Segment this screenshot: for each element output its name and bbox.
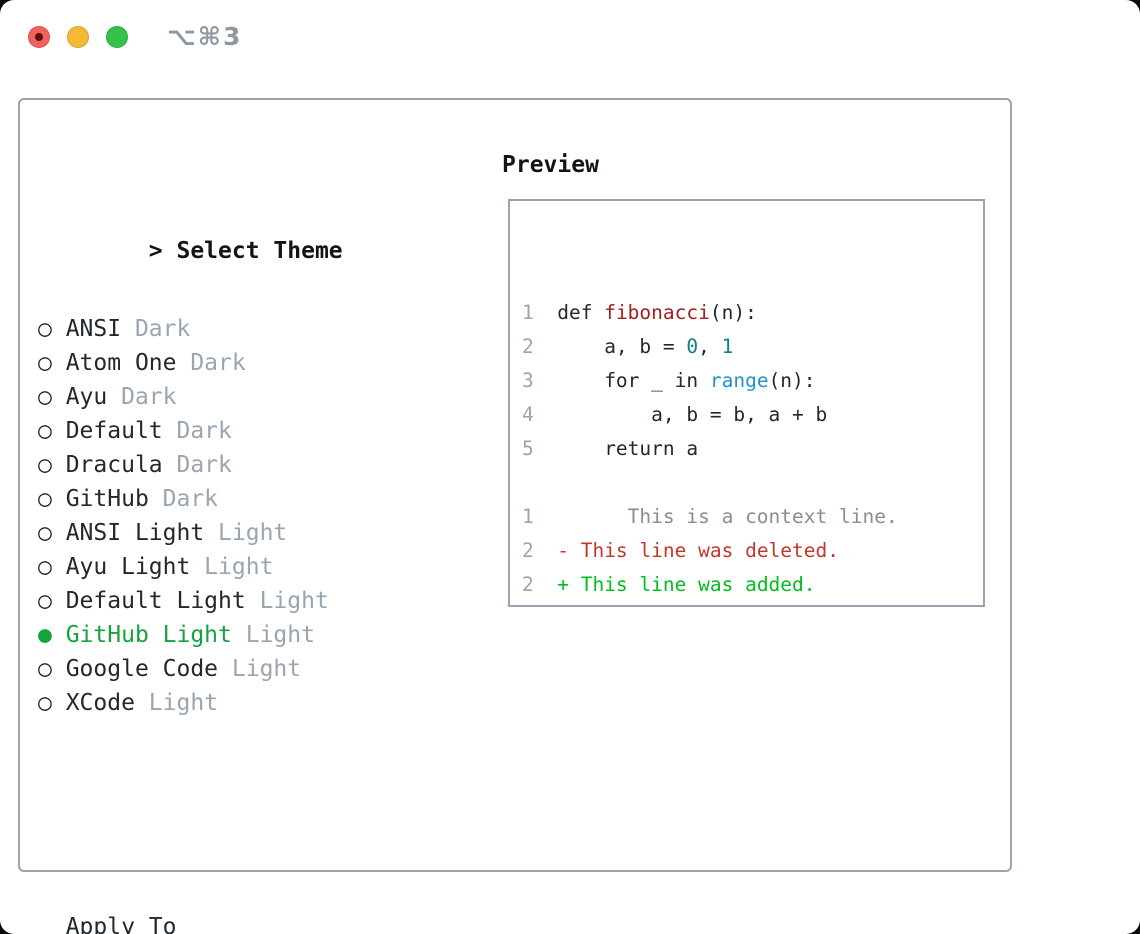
theme-name: ANSI Light [65,520,205,546]
theme-name: Atom One [65,350,177,376]
radio-icon: ○ [38,554,66,580]
radio-icon: ○ [38,452,66,478]
radio-icon: ○ [38,486,66,512]
prompt-caret-icon: > [148,238,177,264]
code-line [522,466,983,500]
theme-option-default-light[interactable]: ○ Default Light Light [38,584,426,618]
code-line: 2 - This line was deleted. [522,539,839,562]
theme-variant: Light [204,520,288,546]
theme-variant: Dark [162,452,232,478]
zoom-traffic-light-icon[interactable] [106,26,128,48]
radio-icon: ○ [38,588,66,614]
theme-option-ayu[interactable]: ○ Ayu Dark [38,380,426,414]
theme-name: XCode [65,690,135,716]
radio-icon: ○ [38,350,66,376]
apply-to-header: Apply To [65,914,177,934]
theme-option-dracula[interactable]: ○ Dracula Dark [38,448,426,482]
theme-name: GitHub Light [65,622,232,648]
code-line [522,602,983,605]
code-line: 4 a, b = b, a + b [522,403,828,426]
theme-option-github[interactable]: ○ GitHub Dark [38,482,426,516]
radio-icon: ○ [38,418,66,444]
theme-option-ansi[interactable]: ○ ANSI Dark [38,312,426,346]
theme-name: Google Code [65,656,219,682]
theme-variant: Light [190,554,274,580]
preview-header: Preview [502,152,599,178]
left-column: > Select Theme ○ ANSI Dark○ Atom One Dar… [38,148,426,934]
theme-option-ayu-light[interactable]: ○ Ayu Light Light [38,550,426,584]
close-traffic-light-icon[interactable] [28,26,50,48]
theme-list: ○ ANSI Dark○ Atom One Dark○ Ayu Dark○ De… [38,312,426,720]
spacer [38,798,426,832]
theme-name: GitHub [65,486,149,512]
theme-variant: Dark [148,486,219,512]
theme-variant: Dark [176,350,246,376]
theme-name: Dracula [65,452,163,478]
theme-option-google-code[interactable]: ○ Google Code Light [38,652,426,686]
preview-box: 1 def fibonacci(n): 2 a, b = 0, 1 3 for _ … [508,199,985,607]
radio-icon: ○ [38,656,66,682]
theme-option-ansi-light[interactable]: ○ ANSI Light Light [38,516,426,550]
theme-list-title: Select Theme [176,238,343,264]
radio-icon: ○ [38,520,66,546]
code-line [522,262,983,296]
radio-icon: ○ [38,316,66,342]
theme-variant: Light [218,656,302,682]
theme-name: Default Light [65,588,246,614]
radio-icon: ○ [38,384,66,410]
radio-selected-icon: ● [38,622,66,648]
theme-option-github-light[interactable]: ● GitHub Light Light [38,618,426,652]
code-line: 2 a, b = 0, 1 [522,335,734,358]
code-line: 1 def fibonacci(n): [522,301,757,324]
titlebar: ⌥⌘3 [0,0,1140,76]
code-line: 5 return a [522,437,699,460]
theme-option-default[interactable]: ○ Default Dark [38,414,426,448]
theme-variant: Light [245,588,329,614]
radio-icon: ○ [38,690,66,716]
minimize-traffic-light-icon[interactable] [67,26,89,48]
theme-variant: Dark [121,316,191,342]
window-title: ⌥⌘3 [167,22,243,51]
theme-name: Ayu [65,384,108,410]
theme-option-atom-one[interactable]: ○ Atom One Dark [38,346,426,380]
theme-list-header: > Select Theme [38,200,426,264]
theme-variant: Light [134,690,219,716]
theme-name: Default [65,418,163,444]
theme-picker-panel: > Select Theme ○ ANSI Dark○ Atom One Dar… [18,98,1012,934]
theme-variant: Dark [107,384,177,410]
theme-variant: Dark [162,418,232,444]
code-line: 2 + This line was added. [522,573,816,596]
theme-variant: Light [231,622,315,648]
preview-code: 1 def fibonacci(n): 2 a, b = 0, 1 3 for _ … [522,262,983,605]
code-line: 1 This is a context line. [522,505,898,528]
theme-name: Ayu Light [65,554,191,580]
theme-name: ANSI [65,316,122,342]
theme-option-xcode[interactable]: ○ XCode Light [38,686,426,720]
code-line: 3 for _ in range(n): [522,369,816,392]
